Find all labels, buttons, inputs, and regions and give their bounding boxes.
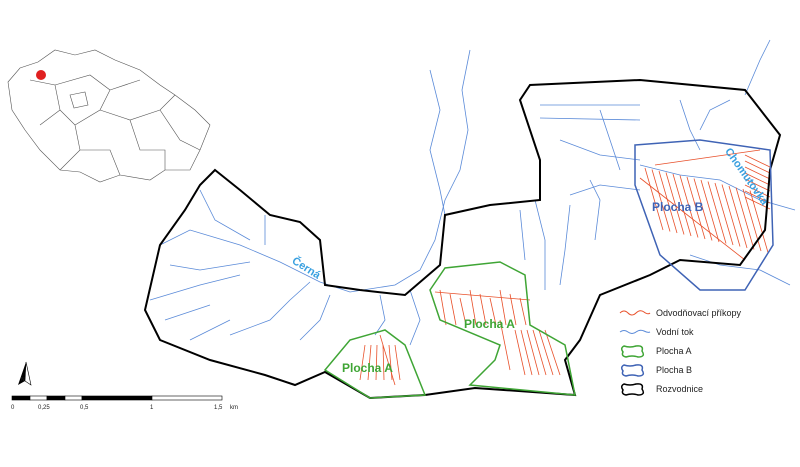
scale-bar: [11, 395, 223, 401]
scale-tick-3: 1: [150, 405, 154, 411]
drainage-ditch: [434, 291, 531, 301]
drainage-ditch: [728, 185, 748, 249]
drainage-ditch: [744, 154, 771, 168]
drainage-ditch: [469, 289, 477, 326]
scale-tick-0: 0: [11, 405, 15, 411]
drainage-ditch: [744, 172, 771, 186]
drainage-ditch: [651, 169, 671, 232]
legend-label: Vodní tok: [656, 326, 694, 337]
drainage-ditch: [519, 297, 527, 326]
inset-map-czechia: [7, 49, 211, 183]
drainage-ditch: [700, 179, 720, 243]
scale-tick-1: 0,25: [38, 405, 50, 411]
area-b-label: Plocha B: [652, 200, 704, 214]
area-a-label-left: Plocha A: [342, 361, 393, 375]
scale-tick-2: 0,5: [80, 405, 89, 411]
drainage-ditch: [744, 166, 771, 180]
drainage-ditch: [479, 293, 487, 326]
drainage-ditch: [679, 175, 699, 238]
drainage-ditch: [459, 297, 467, 326]
drainage-ditch: [449, 293, 457, 326]
drainage-ditch: [379, 334, 396, 386]
legend: Odvodňovací příkopy Vodní tok Plocha A P…: [618, 303, 741, 398]
drainage-ditch: [707, 181, 727, 244]
legend-item-area-a: Plocha A: [618, 341, 741, 360]
drainage-ditches: [359, 149, 771, 386]
drainage-ditch: [489, 297, 497, 326]
drainage-ditch: [744, 160, 771, 174]
scale-unit: km: [230, 405, 238, 411]
drainage-ditch: [744, 184, 771, 198]
area-a-label-right: Plocha A: [464, 317, 515, 331]
legend-item-area-b: Plocha B: [618, 360, 741, 379]
area-b-polygon: [634, 139, 774, 291]
drainage-ditch: [499, 289, 507, 326]
drainage-ditch: [382, 344, 385, 381]
drainage-ditch: [375, 344, 378, 381]
legend-label: Rozvodnice: [656, 383, 704, 394]
scale-tick-4: 1,5: [214, 405, 223, 411]
drainage-ditch: [532, 329, 547, 376]
north-arrow-icon: [18, 361, 32, 386]
drainage-ditch: [714, 182, 734, 246]
legend-label: Plocha B: [656, 364, 693, 375]
green-polygon-icon: [620, 344, 645, 358]
drainage-line-icon: [619, 309, 651, 315]
drainage-ditch: [520, 329, 533, 376]
drainage-ditch: [654, 149, 761, 166]
legend-item-river: Vodní tok: [618, 322, 741, 341]
drainage-ditch: [735, 187, 755, 250]
drainage-ditch: [644, 167, 664, 231]
drainage-ditch: [665, 172, 685, 235]
watershed-divide: [143, 78, 782, 400]
drainage-ditch: [544, 329, 561, 376]
black-polygon-icon: [620, 382, 645, 396]
location-marker: [36, 70, 46, 80]
drainage-ditch: [693, 178, 713, 241]
drainage-ditch: [672, 173, 692, 237]
legend-label: Odvodňovací příkopy: [656, 307, 742, 318]
drainage-ditch: [499, 319, 511, 371]
drainage-ditch: [526, 329, 540, 376]
drainage-ditch: [686, 176, 706, 240]
river-network: [149, 39, 796, 346]
drainage-ditch: [359, 344, 366, 381]
drainage-ditch: [439, 289, 447, 326]
legend-label: Plocha A: [656, 345, 692, 356]
drainage-ditch: [394, 344, 401, 381]
north-arrow-label: N: [21, 377, 25, 383]
drainage-ditch: [509, 293, 517, 326]
drainage-ditch: [514, 329, 526, 376]
drainage-ditch: [744, 178, 771, 192]
drainage-ditch: [744, 190, 771, 204]
area-a-polygon-left: [323, 329, 427, 399]
drainage-ditch: [367, 344, 372, 381]
area-a-polygon-right: [429, 261, 576, 396]
blue-polygon-icon: [620, 363, 645, 377]
drainage-ditch: [721, 184, 741, 247]
legend-item-divide: Rozvodnice: [618, 379, 741, 398]
drainage-ditch: [538, 329, 554, 376]
drainage-ditch: [658, 170, 678, 234]
drainage-ditch: [744, 196, 771, 210]
drainage-ditch: [639, 177, 746, 261]
legend-item-drainage: Odvodňovací příkopy: [618, 303, 741, 322]
river-line-icon: [619, 329, 651, 334]
